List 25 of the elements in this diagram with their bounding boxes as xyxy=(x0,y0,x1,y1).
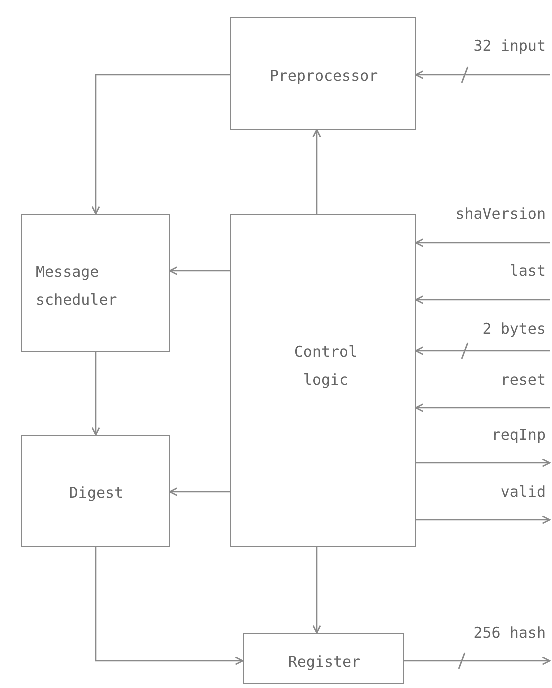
arrow xyxy=(404,656,551,666)
process-box xyxy=(21,435,170,547)
arrow xyxy=(415,70,550,80)
process-box xyxy=(230,214,416,547)
box-label: Preprocessor xyxy=(268,66,380,87)
arrow xyxy=(92,352,100,436)
arrow xyxy=(169,266,230,276)
arrow xyxy=(415,238,550,248)
process-box xyxy=(230,17,416,130)
arrow xyxy=(416,516,551,524)
arrow xyxy=(312,547,322,634)
arrow xyxy=(92,74,230,215)
box-label: Register xyxy=(287,652,362,673)
box-label: Control logic xyxy=(293,342,359,391)
arrow xyxy=(312,129,322,214)
arrow xyxy=(416,458,551,468)
arrow xyxy=(169,488,230,496)
box-label: Message scheduler xyxy=(36,262,118,311)
arrow xyxy=(415,404,550,412)
arrow xyxy=(415,296,550,304)
process-box xyxy=(243,633,404,684)
process-box xyxy=(21,214,170,352)
box-label: Digest xyxy=(68,483,125,504)
arrow xyxy=(95,547,244,666)
arrow xyxy=(415,346,550,356)
